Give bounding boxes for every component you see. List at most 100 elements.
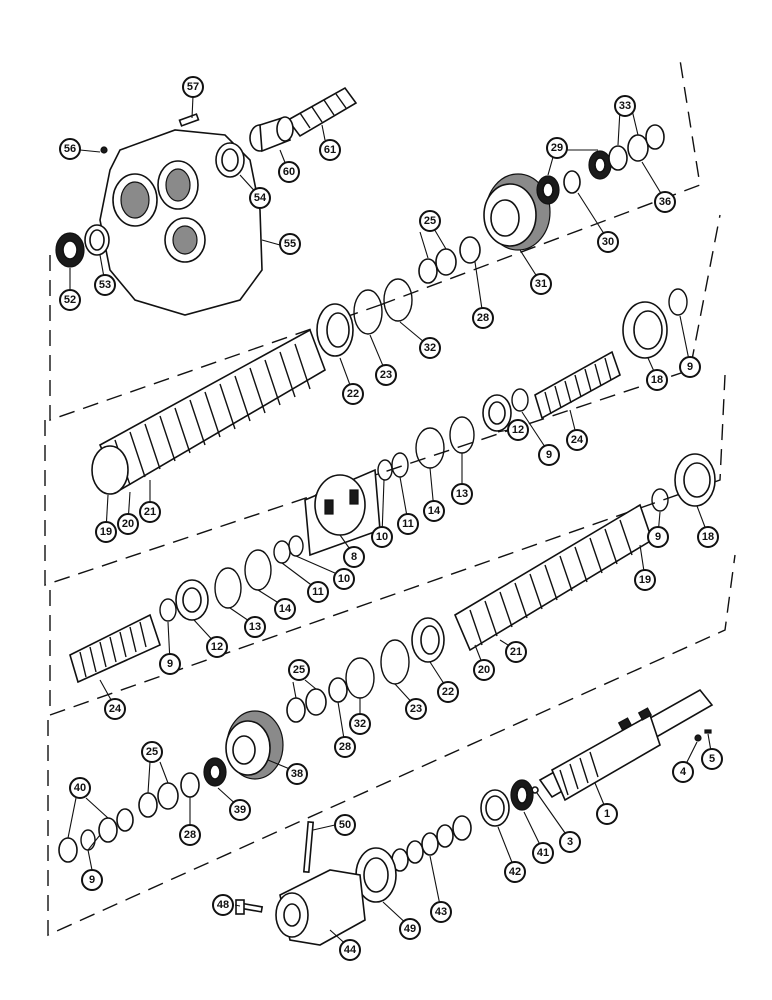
small-parts-4-5: [694, 729, 712, 742]
svg-text:12: 12: [512, 424, 524, 436]
callout-13-top: 13: [451, 483, 473, 505]
svg-text:24: 24: [571, 434, 584, 446]
callout-22-top: 22: [342, 383, 364, 405]
callout-22-low: 22: [437, 681, 459, 703]
callout-14-low: 14: [274, 598, 296, 620]
callout-19-lower: 19: [634, 569, 656, 591]
svg-text:28: 28: [477, 312, 489, 324]
main-shaft-1: [538, 688, 714, 802]
callout-4: 4: [672, 761, 694, 783]
svg-text:3: 3: [567, 836, 573, 848]
callout-13-low: 13: [244, 616, 266, 638]
callout-20-low: 20: [473, 659, 495, 681]
callout-41: 41: [532, 842, 554, 864]
svg-text:28: 28: [339, 741, 351, 753]
bearing-53: [84, 224, 110, 256]
gear-38: [225, 710, 284, 780]
svg-text:39: 39: [234, 804, 246, 816]
callout-9-right: 9: [647, 526, 669, 548]
callout-55: 55: [279, 233, 301, 255]
svg-text:42: 42: [509, 866, 521, 878]
callout-29: 29: [546, 137, 568, 159]
svg-text:9: 9: [687, 361, 693, 373]
pin-50: [302, 821, 315, 874]
svg-text:8: 8: [351, 551, 357, 563]
callout-18-top: 18: [646, 369, 668, 391]
bearing-54: [215, 142, 245, 178]
spring-pack-24-lower: [69, 613, 161, 684]
callout-60: 60: [278, 161, 300, 183]
callout-52: 52: [59, 289, 81, 311]
callout-50: 50: [334, 814, 356, 836]
svg-text:52: 52: [64, 294, 76, 306]
gear-31: [483, 173, 551, 251]
svg-text:32: 32: [424, 342, 436, 354]
svg-text:13: 13: [456, 488, 468, 500]
sleeve-bushing: [249, 116, 294, 153]
callout-21-low: 21: [505, 641, 527, 663]
callout-28-low: 28: [179, 824, 201, 846]
callout-57: 57: [182, 76, 204, 98]
svg-text:20: 20: [122, 518, 134, 530]
svg-text:54: 54: [254, 192, 267, 204]
svg-text:44: 44: [344, 944, 357, 956]
roller-bearing-52: [55, 232, 85, 268]
svg-text:61: 61: [324, 144, 336, 156]
svg-text:9: 9: [655, 531, 661, 543]
clutch-drum-8: [304, 468, 381, 557]
svg-text:40: 40: [74, 782, 86, 794]
callout-5: 5: [701, 748, 723, 770]
piston-18-upper: [622, 301, 668, 359]
callout-9-top: 9: [679, 356, 701, 378]
svg-text:4: 4: [680, 766, 687, 778]
svg-text:32: 32: [354, 718, 366, 730]
callout-31: 31: [530, 273, 552, 295]
svg-text:38: 38: [291, 768, 303, 780]
washers-40-9: [58, 808, 134, 863]
callout-12-top: 12: [507, 419, 529, 441]
svg-text:10: 10: [376, 531, 388, 543]
splined-shaft: [286, 86, 358, 138]
ring-9-lower: [159, 598, 177, 622]
piston-18-lower: [674, 453, 716, 507]
spring-pack-24-upper: [534, 350, 621, 420]
callout-32-top: 32: [419, 337, 441, 359]
callout-9-mid: 9: [538, 444, 560, 466]
svg-text:23: 23: [410, 703, 422, 715]
callout-9-low: 9: [159, 653, 181, 675]
snap-ring-32: [383, 278, 413, 322]
washers-25-28-low: [138, 772, 200, 818]
callout-23-low: 23: [405, 698, 427, 720]
callout-56: 56: [59, 138, 81, 160]
callout-20-top: 20: [117, 513, 139, 535]
svg-text:1: 1: [604, 808, 610, 820]
callout-labels: 57 56 61 60 54 55 53 52 25 28 31 30 29 3…: [59, 76, 723, 961]
svg-text:57: 57: [187, 81, 199, 93]
svg-text:19: 19: [100, 526, 112, 538]
svg-text:12: 12: [211, 641, 223, 653]
tiny-ball: [100, 146, 108, 154]
callout-23-top: 23: [375, 364, 397, 386]
svg-text:22: 22: [442, 686, 454, 698]
callout-61: 61: [319, 139, 341, 161]
bearing-41: [510, 779, 534, 811]
callout-9-bottom: 9: [81, 869, 103, 891]
svg-text:9: 9: [89, 874, 95, 886]
callout-21-top: 21: [139, 501, 161, 523]
rings-upper-pack: [377, 416, 475, 481]
svg-text:25: 25: [424, 215, 436, 227]
callout-53: 53: [94, 274, 116, 296]
svg-text:11: 11: [312, 586, 324, 598]
washer-30: [563, 170, 581, 194]
callout-32-low: 32: [349, 713, 371, 735]
snap-ring-23: [353, 289, 383, 335]
svg-text:31: 31: [535, 278, 547, 290]
callout-43: 43: [430, 901, 452, 923]
svg-text:29: 29: [551, 142, 563, 154]
svg-text:49: 49: [404, 923, 416, 935]
svg-text:22: 22: [347, 388, 359, 400]
svg-text:11: 11: [402, 518, 414, 530]
callout-24-top: 24: [566, 429, 588, 451]
svg-text:19: 19: [639, 574, 651, 586]
